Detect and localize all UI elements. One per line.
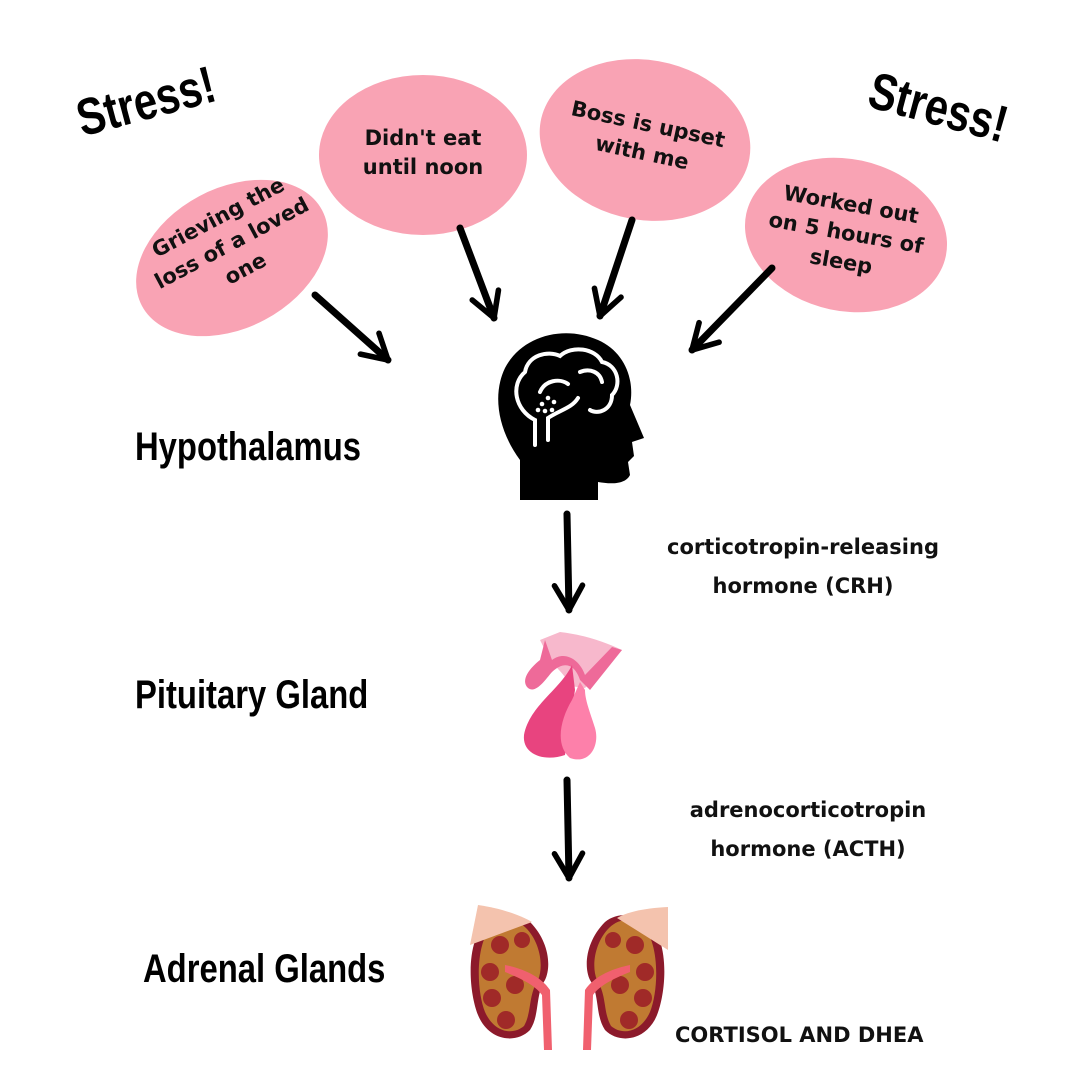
- stage-label-hypothalamus: Hypothalamus: [135, 425, 361, 469]
- arrow-4: [688, 264, 776, 354]
- arrow-1: [311, 291, 392, 364]
- kidneys-adrenal-icon: [470, 905, 668, 1050]
- hormone-crh: corticotropin-releasing hormone (CRH): [667, 535, 939, 598]
- head-brain-icon: [498, 333, 644, 500]
- stressor-bubble-2: [319, 75, 527, 235]
- stressor-bubble-4: [744, 157, 948, 313]
- stressor-bubble-3: [539, 59, 751, 221]
- pituitary-gland-icon: [523, 632, 622, 760]
- stressor-text-2: Didn't eat until noon: [362, 126, 484, 179]
- output-hormones: CORTISOL AND DHEA: [675, 1023, 924, 1047]
- stage-label-adrenal: Adrenal Glands: [143, 947, 386, 991]
- stressor-bubble-1: [136, 179, 328, 337]
- stage-label-pituitary: Pituitary Gland: [135, 673, 369, 717]
- arrow-acth: [551, 776, 586, 882]
- arrow-2: [456, 224, 502, 322]
- arrow-crh: [551, 510, 586, 614]
- hormone-acth: adrenocorticotropin hormone (ACTH): [689, 798, 927, 861]
- arrow-3: [591, 216, 636, 320]
